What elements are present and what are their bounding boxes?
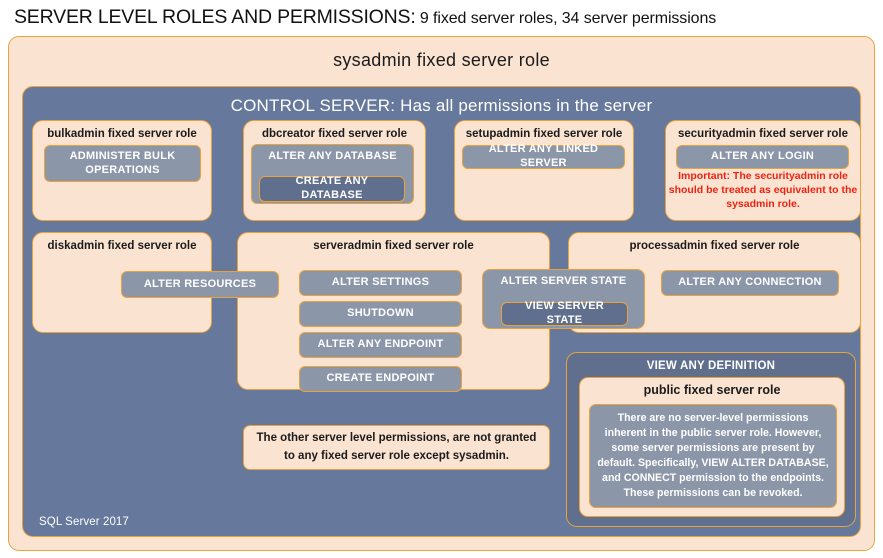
role-card-public[interactable]: public fixed server role There are no se… [579,377,845,517]
permission-alter-server-state-label: ALTER SERVER STATE [500,275,627,287]
role-title-public: public fixed server role [643,383,781,397]
role-card-setupadmin[interactable]: setupadmin fixed server role [454,120,634,221]
permission-alter-any-endpoint[interactable]: ALTER ANY ENDPOINT [299,332,462,358]
permission-alter-settings[interactable]: ALTER SETTINGS [299,270,462,296]
securityadmin-warning-note: Important: The securityadmin role should… [668,170,858,211]
permission-alter-any-database-label: ALTER ANY DATABASE [268,150,397,162]
permission-create-endpoint[interactable]: CREATE ENDPOINT [299,366,462,392]
page-title-sub: 9 fixed server roles, 34 server permissi… [415,10,717,27]
control-server-label: CONTROL SERVER: Has all permissions in t… [230,96,653,115]
role-title-diskadmin: diskadmin fixed server role [47,240,197,252]
role-title-processadmin: processadmin fixed server role [629,240,800,252]
sql-server-version-label: SQL Server 2017 [39,516,129,528]
sysadmin-role-label: sysadmin fixed server role [333,50,550,70]
page-title: SERVER LEVEL ROLES AND PERMISSIONS: 9 fi… [14,6,874,34]
permission-alter-resources[interactable]: ALTER RESOURCES [121,271,279,298]
public-role-description: There are no server-level permissions in… [589,404,837,508]
role-title-setupadmin: setupadmin fixed server role [465,128,623,140]
permission-create-any-database[interactable]: CREATE ANY DATABASE [259,175,405,202]
other-permissions-note: The other server level permissions, are … [243,425,550,470]
role-title-bulkadmin: bulkadmin fixed server role [47,128,197,140]
permission-administer-bulk-operations[interactable]: ADMINISTER BULK OPERATIONS [44,145,201,182]
role-title-dbcreator: dbcreator fixed server role [261,128,408,140]
permission-view-server-state[interactable]: VIEW SERVER STATE [501,300,628,326]
page-title-main: SERVER LEVEL ROLES AND PERMISSIONS: [14,6,416,28]
role-card-securityadmin[interactable]: securityadmin fixed server role Importan… [665,120,861,221]
permission-shutdown[interactable]: SHUTDOWN [299,301,462,327]
role-title-serveradmin: serveradmin fixed server role [313,240,474,252]
role-title-securityadmin: securityadmin fixed server role [677,128,849,140]
permission-alter-any-linked-server[interactable]: ALTER ANY LINKED SERVER [462,143,625,169]
view-any-definition-container: VIEW ANY DEFINITION public fixed server … [566,352,856,527]
permission-alter-any-login[interactable]: ALTER ANY LOGIN [676,145,849,169]
permission-alter-any-connection[interactable]: ALTER ANY CONNECTION [661,270,839,296]
permission-view-any-definition[interactable]: VIEW ANY DEFINITION [646,360,776,372]
